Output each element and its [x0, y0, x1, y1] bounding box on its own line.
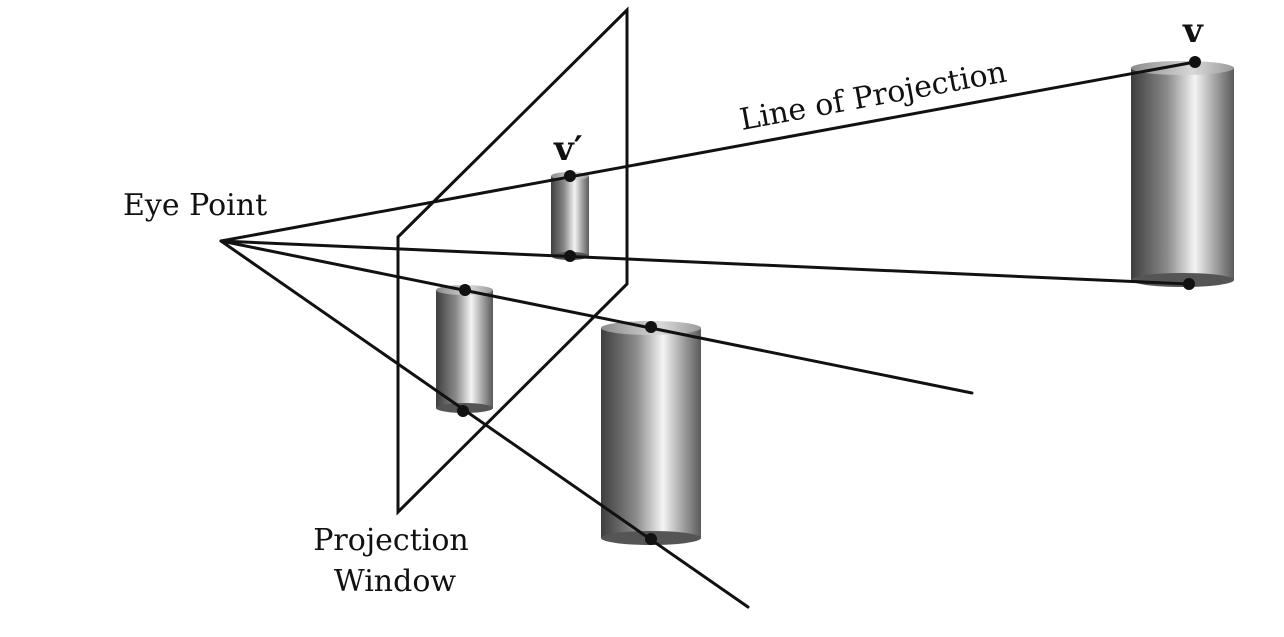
vertex-v-prime-label: v′: [553, 129, 583, 169]
vertex-medium-bottom-dot: [457, 405, 469, 417]
vertex-right-bottom-dot: [1183, 278, 1195, 290]
projection-line-bottom: [219, 239, 750, 609]
vertex-medium-top-dot: [459, 284, 471, 296]
cylinder-small-window: [551, 172, 589, 260]
projection-window-label-line2: Window: [334, 564, 456, 599]
eye-point-label: Eye Point: [123, 188, 267, 223]
line-of-projection-label: Line of Projection: [737, 55, 1009, 138]
projection-line-second: [219, 239, 1191, 286]
vertex-v-prime-dot: [564, 170, 576, 182]
projection-line-top: [219, 60, 1197, 243]
vertex-large-top-dot: [645, 321, 657, 333]
projection-line-third: [219, 239, 974, 395]
cylinder-large-right: [1131, 61, 1234, 287]
vertex-large-bottom-dot: [645, 533, 657, 545]
projection-window-label-line1: Projection: [313, 523, 468, 558]
projection-window-frame: [396, 6, 629, 516]
vertex-v-label: v: [1182, 11, 1204, 51]
vertex-v-dot: [1189, 56, 1201, 68]
cylinder-large-center: [601, 321, 701, 545]
vertex-small-bottom-dot: [564, 250, 576, 262]
cylinder-medium-left: [436, 285, 493, 413]
